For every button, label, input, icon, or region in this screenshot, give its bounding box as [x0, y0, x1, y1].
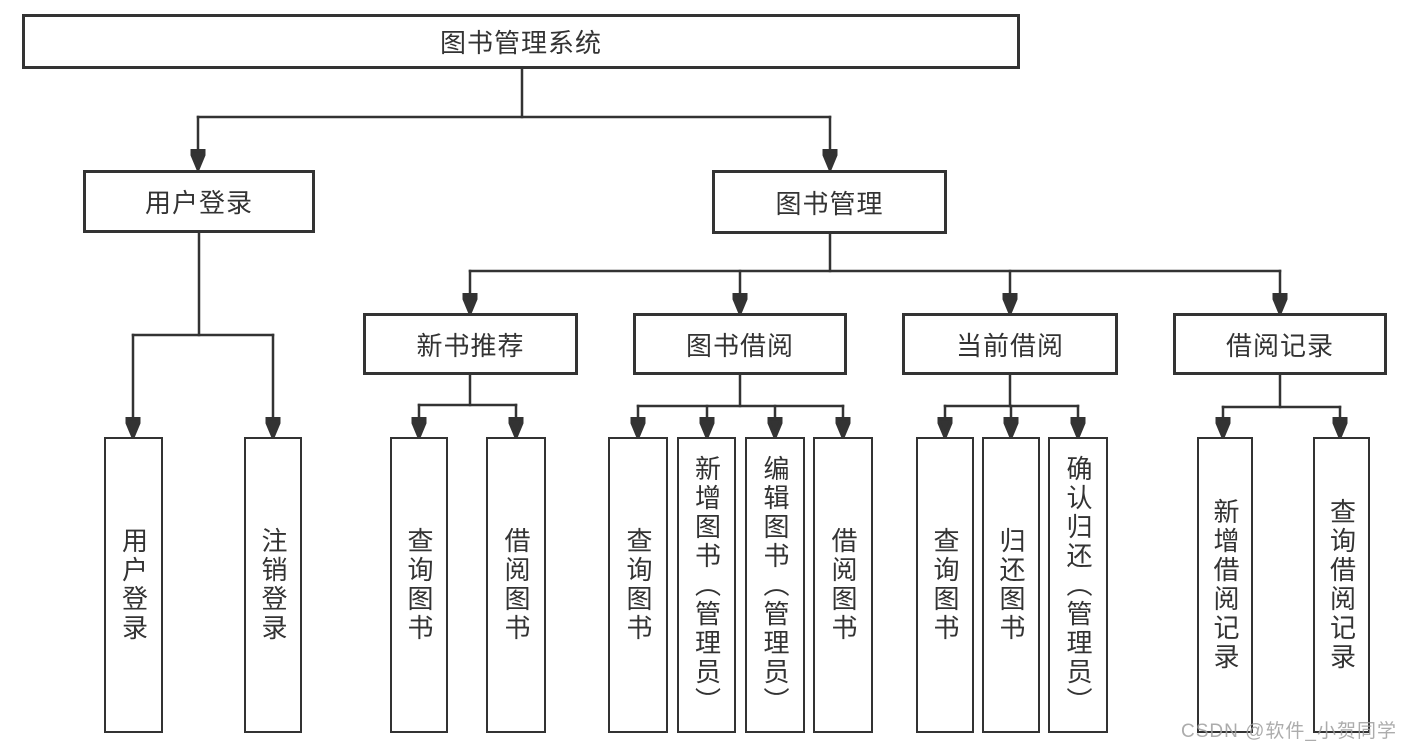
node-label: 新增借阅记录: [1210, 498, 1240, 672]
node-label: 用户登录: [144, 188, 253, 218]
node-borrowing-records: 借阅记录: [1173, 313, 1387, 375]
node-book-borrowing: 图书借阅: [633, 313, 847, 375]
node-library-management-system: 图书管理系统: [22, 14, 1020, 69]
node-label: 借阅记录: [1225, 330, 1334, 361]
leaf-return-books: 归还图书: [982, 437, 1040, 733]
node-label: 图书借阅: [685, 330, 794, 361]
node-label: 新书推荐: [416, 330, 525, 361]
node-label: 编辑图书（管理员）: [760, 454, 790, 716]
node-book-management: 图书管理: [712, 170, 947, 234]
node-label: 归还图书: [996, 527, 1026, 643]
node-label: 借阅图书: [828, 527, 858, 643]
leaf-query-books-under-current: 查询图书: [916, 437, 974, 733]
node-label: 用户登录: [118, 527, 149, 643]
node-label: 查询图书: [404, 527, 434, 643]
node-label: 查询图书: [930, 527, 960, 643]
leaf-edit-book-admin: 编辑图书（管理员）: [745, 437, 805, 733]
node-label: 当前借阅: [955, 330, 1064, 361]
leaf-query-books-under-borrowing: 查询图书: [608, 437, 668, 733]
node-label: 查询图书: [623, 527, 653, 643]
leaf-add-borrowing-record: 新增借阅记录: [1197, 437, 1253, 733]
node-label: 确认归还（管理员）: [1063, 454, 1093, 716]
leaf-add-book-admin: 新增图书（管理员）: [677, 437, 736, 733]
node-label: 借阅图书: [501, 527, 531, 643]
leaf-borrow-books-under-borrowing: 借阅图书: [813, 437, 873, 733]
leaf-borrow-books-under-new-book: 借阅图书: [486, 437, 546, 733]
leaf-confirm-return-admin: 确认归还（管理员）: [1048, 437, 1108, 733]
node-label: 新增图书（管理员）: [691, 454, 722, 716]
leaf-query-books-under-new-book: 查询图书: [390, 437, 448, 733]
leaf-query-borrowing-record: 查询借阅记录: [1313, 437, 1370, 733]
node-label: 查询借阅记录: [1326, 498, 1357, 672]
node-label: 注销登录: [258, 527, 288, 643]
leaf-logout: 注销登录: [244, 437, 302, 733]
csdn-watermark: CSDN @软件_小贺同学: [1181, 721, 1397, 742]
node-label: 图书管理系统: [439, 28, 602, 58]
leaf-user-login: 用户登录: [104, 437, 163, 733]
node-new-book-recommendation: 新书推荐: [363, 313, 578, 375]
node-label: 图书管理: [775, 188, 884, 219]
node-user-login: 用户登录: [83, 170, 315, 233]
node-current-borrowing: 当前借阅: [902, 313, 1118, 375]
